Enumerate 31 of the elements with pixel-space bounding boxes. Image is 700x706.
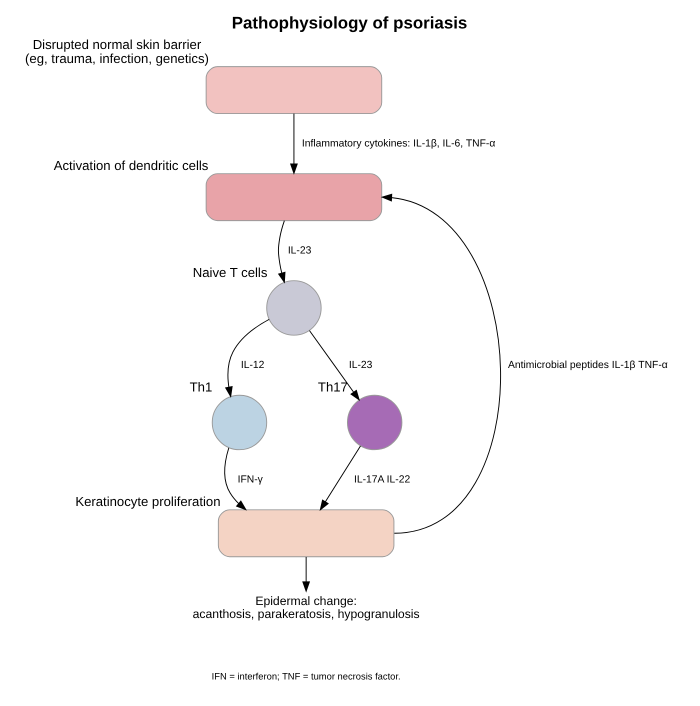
arrow [308,330,360,402]
node-circle [211,394,267,450]
arrow [380,194,501,534]
edge-label: IL-23 [348,360,372,371]
arrow [302,556,310,593]
node-label: Th1 [189,380,212,395]
edge-label: IL-17A IL-22 [354,474,410,486]
edge-label: IL-23 [287,245,311,256]
node-label: Naive T cells [192,265,267,280]
edge-label: Inflammatory cytokines: IL-1β, IL-6, TNF-α [301,138,495,150]
edge-label: Antimicrobial peptides IL-1β TNF-α [508,360,668,371]
diagram-title: Pathophysiology of psoriasis [231,14,467,33]
node-circle [266,280,322,336]
node-box [205,173,382,222]
node-label: (eg, trauma, infection, genetics) [24,51,208,66]
node-label: Th17 [317,380,348,395]
arrow [277,220,285,284]
node-text: Epidermal change: acanthosis, parakeratosis, hypogranulosis [192,594,420,622]
edge-label: IL-12 [240,360,264,371]
node-box [217,509,394,558]
arrow [289,113,298,175]
node-label: Disrupted normal skin barrier [32,36,201,52]
node-label: Activation of dendritic cells [53,158,208,174]
caption: IFN = interferon; TNF = tumor necrosis factor. [211,671,400,682]
node-circle [346,394,402,450]
node-box [205,66,382,114]
arrow [224,447,246,511]
node-label: Keratinocyte proliferation [74,494,220,510]
edge-label: IFN-γ [237,474,262,486]
arrow [319,446,360,511]
arrow [224,318,270,398]
